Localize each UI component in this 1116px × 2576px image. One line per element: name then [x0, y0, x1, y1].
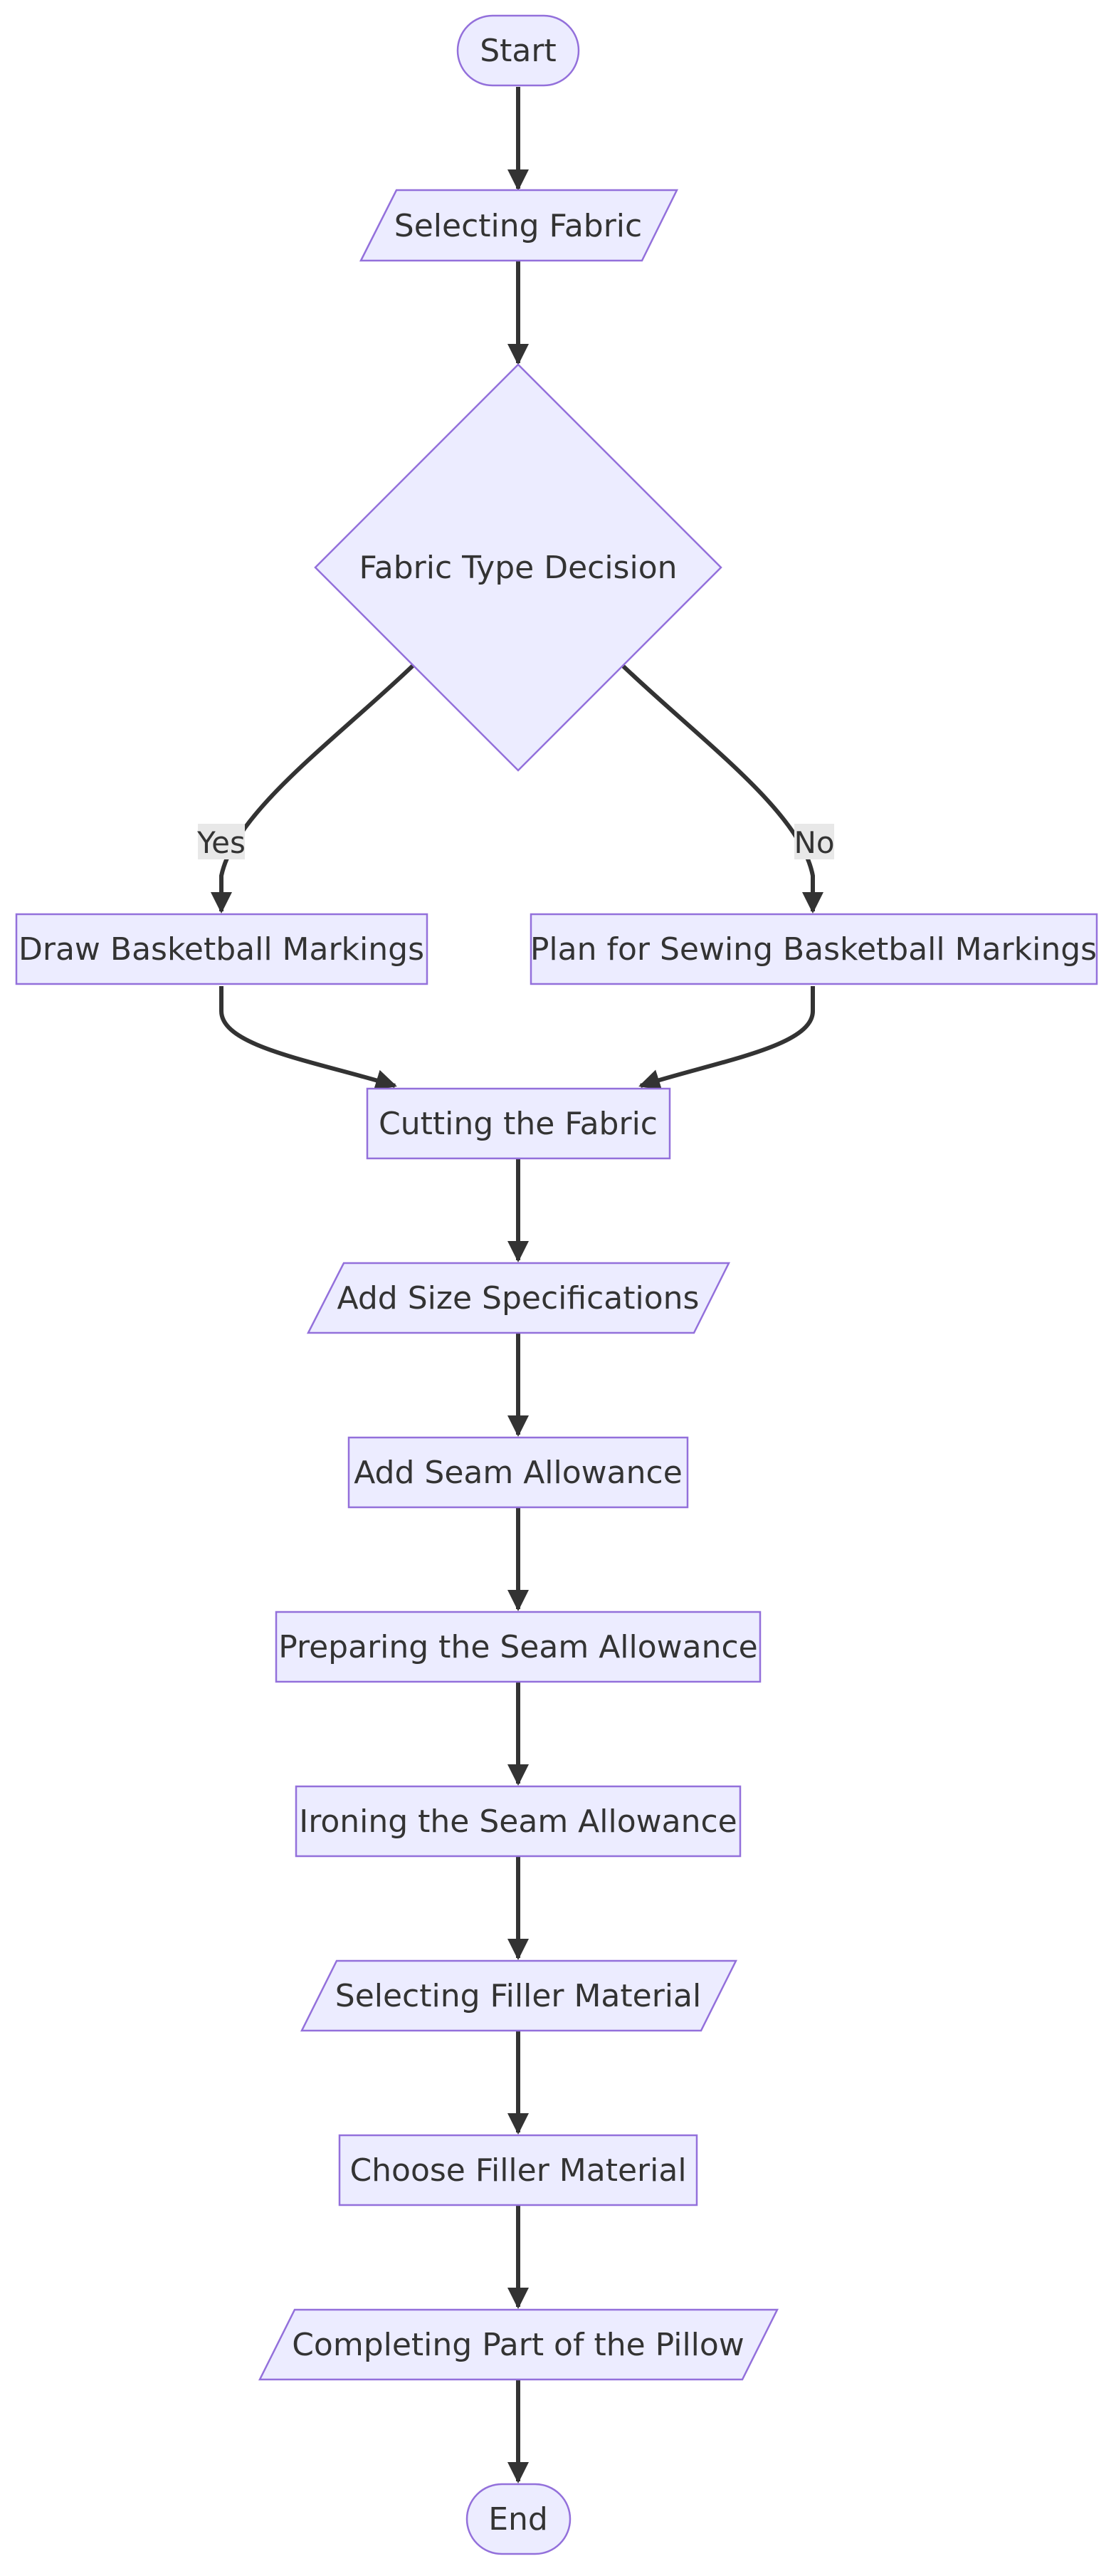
node-end-label: End	[488, 2501, 548, 2538]
node-add-seam-label: Add Seam Allowance	[354, 1455, 683, 1491]
edge-label-no-text: No	[794, 825, 834, 860]
node-start: Start	[456, 14, 580, 87]
node-fabric-type-decision: Fabric Type Decision	[314, 363, 722, 772]
node-preparing-seam: Preparing the Seam Allowance	[275, 1611, 762, 1683]
node-completing-part: Completing Part of the Pillow	[258, 2308, 779, 2381]
node-cutting-fabric: Cutting the Fabric	[366, 1087, 671, 1160]
node-plan-sewing-label: Plan for Sewing Basketball Markings	[530, 931, 1097, 968]
edge-decision-to-plan-sewing	[621, 664, 823, 913]
node-choose-filler-label: Choose Filler Material	[349, 2152, 686, 2189]
node-start-label: Start	[480, 33, 557, 69]
node-completing-part-label: Completing Part of the Pillow	[292, 2327, 744, 2363]
node-end: End	[465, 2483, 572, 2555]
edge-label-yes-text: Yes	[196, 825, 246, 860]
node-fabric-type-decision-label: Fabric Type Decision	[359, 550, 677, 586]
node-ironing-seam: Ironing the Seam Allowance	[295, 1785, 742, 1858]
node-cutting-fabric-label: Cutting the Fabric	[379, 1106, 658, 1142]
node-selecting-filler-label: Selecting Filler Material	[335, 1978, 701, 2014]
node-selecting-fabric-label: Selecting Fabric	[394, 208, 642, 244]
node-add-size-label: Add Size Specifications	[337, 1280, 700, 1316]
node-ironing-seam-label: Ironing the Seam Allowance	[299, 1803, 737, 1840]
edges	[211, 87, 823, 2483]
node-add-size: Add Size Specifications	[306, 1262, 731, 1334]
edge-decision-to-draw-markings	[211, 664, 415, 913]
node-plan-sewing: Plan for Sewing Basketball Markings	[530, 913, 1098, 985]
node-selecting-fabric: Selecting Fabric	[359, 189, 679, 262]
node-add-seam: Add Seam Allowance	[347, 1436, 689, 1509]
edge-plan-sewing-to-cutting	[638, 986, 815, 1091]
node-draw-markings: Draw Basketball Markings	[15, 913, 428, 985]
node-choose-filler: Choose Filler Material	[338, 2134, 698, 2206]
edge-label-no: No	[794, 824, 835, 860]
edge-draw-markings-to-cutting	[219, 986, 397, 1091]
node-preparing-seam-label: Preparing the Seam Allowance	[278, 1629, 758, 1665]
node-selecting-filler: Selecting Filler Material	[300, 1959, 738, 2032]
node-draw-markings-label: Draw Basketball Markings	[19, 931, 424, 968]
edge-label-yes: Yes	[196, 824, 246, 860]
